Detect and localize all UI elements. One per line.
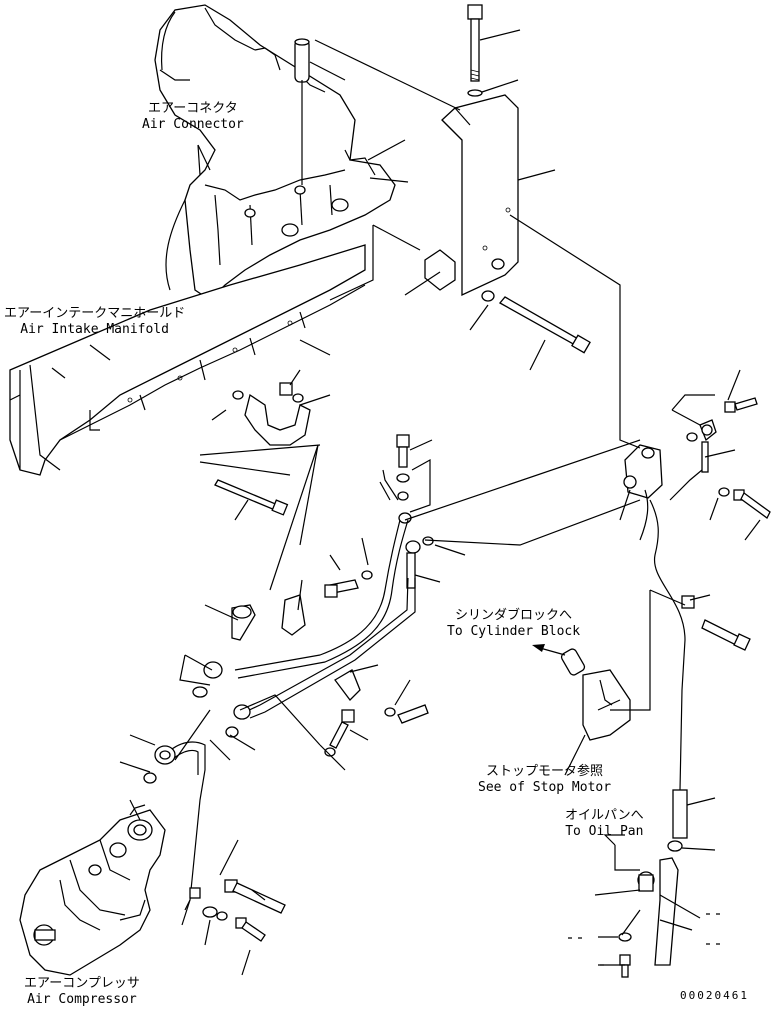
- air-connector-housing: [154, 4, 396, 301]
- air-intake-manifold-en: Air Intake Manifold: [20, 322, 169, 337]
- cylinder-block-label: シリンダブロックへ To Cylinder Block: [447, 608, 580, 640]
- drawing-code: 00020461: [680, 989, 749, 1002]
- air-intake-manifold: [9, 244, 366, 476]
- air-compressor: [19, 804, 166, 976]
- stop-motor-en: See of Stop Motor: [478, 780, 612, 795]
- top-bolt: [467, 4, 483, 97]
- oil-pan-en: To Oil Pan: [565, 824, 644, 839]
- left-fittings: [143, 594, 429, 942]
- leader-lines: [51, 29, 761, 976]
- bracket-plate: [441, 94, 519, 297]
- air-intake-manifold-jp: エアーインテークマニホールド: [4, 306, 186, 321]
- oil-pan-jp: オイルパンへ: [565, 808, 644, 823]
- stop-motor-jp: ストップモータ参照: [486, 764, 604, 779]
- oil-pan-label: オイルパンへ To Oil Pan: [565, 808, 644, 840]
- cylinder-block-en: To Cylinder Block: [447, 624, 581, 639]
- spacer-sleeves: [294, 38, 456, 291]
- air-compressor-label: エアーコンプレッサ Air Compressor: [24, 976, 140, 1008]
- air-intake-manifold-label: エアーインテークマニホールド Air Intake Manifold: [4, 306, 185, 338]
- air-tubes: [164, 469, 703, 911]
- center-fittings: [324, 434, 434, 598]
- air-connector-label: エアーコネクタ Air Connector: [142, 101, 244, 133]
- air-connector-en: Air Connector: [142, 117, 244, 132]
- air-compressor-jp: エアーコンプレッサ: [24, 976, 140, 991]
- air-compressor-en: Air Compressor: [27, 992, 137, 1007]
- manifold-clamp: [232, 382, 311, 446]
- stop-motor-label: ストップモータ参照 See of Stop Motor: [478, 764, 611, 796]
- cylinder-block-arrow: [532, 644, 566, 656]
- stop-motor-bracket: [560, 648, 631, 741]
- dash-marks: [568, 913, 720, 966]
- cylinder-block-jp: シリンダブロックへ: [455, 608, 573, 623]
- air-connector-jp: エアーコネクタ: [148, 101, 238, 116]
- long-bolts: [214, 290, 591, 516]
- fitting-block: [623, 444, 663, 499]
